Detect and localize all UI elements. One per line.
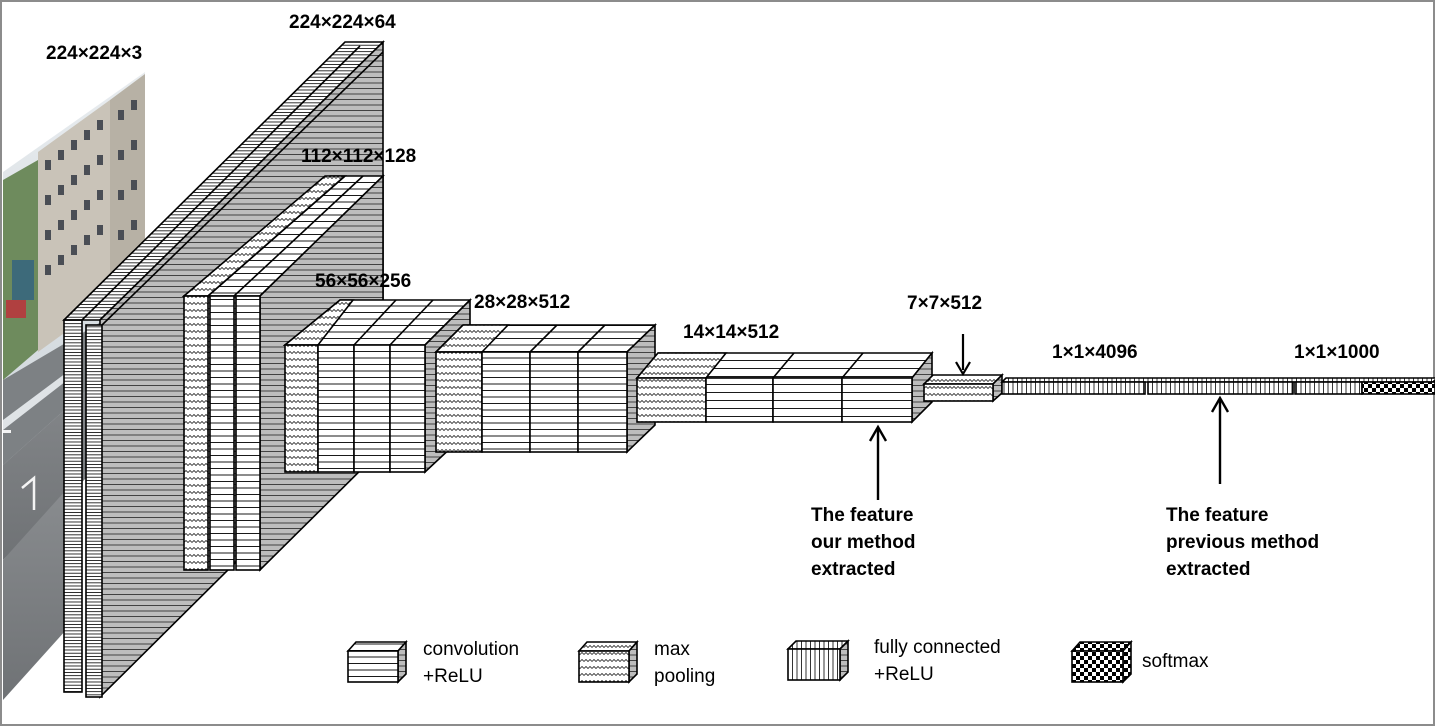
label-output-dim: 1×1×1000 xyxy=(1294,342,1380,363)
legend-fc-label-2: +ReLU xyxy=(874,664,934,685)
fc7-layer xyxy=(1148,382,1293,394)
annotation-ours-line-2: our method xyxy=(811,532,916,553)
legend-fc: fully connected +ReLU xyxy=(788,637,1001,685)
fc8-layer xyxy=(1295,382,1362,394)
legend-conv-swatch xyxy=(348,651,398,682)
legend-softmax: softmax xyxy=(1072,642,1209,682)
conv5-block xyxy=(637,353,932,422)
legend-pool-swatch xyxy=(579,651,629,682)
conv1-slice-2 xyxy=(86,325,102,697)
annotation-previous-line-2: previous method xyxy=(1166,532,1319,553)
annotation-ours-line-3: extracted xyxy=(811,559,896,580)
softmax-layer xyxy=(1362,382,1435,394)
annotation-our-method: The feature our method extracted xyxy=(811,505,916,580)
legend-pool: max pooling xyxy=(579,639,715,687)
legend-conv-label-1: convolution xyxy=(423,639,519,660)
legend-conv: convolution +ReLU xyxy=(348,639,519,687)
label-fc-dim: 1×1×4096 xyxy=(1052,342,1138,363)
conv1-slice-1 xyxy=(64,320,82,692)
conv2-pool-slice xyxy=(184,296,208,570)
conv4-block xyxy=(436,325,655,452)
legend-pool-label-1: max xyxy=(654,639,690,660)
legend-fc-swatch xyxy=(788,649,840,680)
label-conv3-dim: 56×56×256 xyxy=(315,271,411,292)
label-pool5-dim: 7×7×512 xyxy=(907,293,982,314)
conv2-slice-1 xyxy=(210,296,234,570)
pool5-block xyxy=(924,375,1002,401)
annotation-previous-line-3: extracted xyxy=(1166,559,1251,580)
legend-softmax-label: softmax xyxy=(1142,651,1209,672)
annotation-previous-line-1: The feature xyxy=(1166,505,1268,526)
legend-softmax-swatch xyxy=(1072,651,1123,682)
fc-layers xyxy=(1002,378,1435,394)
conv5-pool-slice xyxy=(637,378,706,422)
fc6-layer xyxy=(1002,382,1145,394)
conv2-slice-2 xyxy=(236,296,260,570)
conv4-pool-slice xyxy=(436,352,482,452)
legend-conv-label-2: +ReLU xyxy=(423,666,483,687)
label-conv4-dim: 28×28×512 xyxy=(474,292,570,313)
legend-fc-label-1: fully connected xyxy=(874,637,1001,658)
label-conv2-dim: 112×112×128 xyxy=(301,146,416,167)
legend-pool-label-2: pooling xyxy=(654,666,715,687)
label-conv5-dim: 14×14×512 xyxy=(683,322,779,343)
label-conv1-dim: 224×224×64 xyxy=(289,12,396,33)
annotation-previous-method: The feature previous method extracted xyxy=(1166,505,1319,580)
conv5-last-layer xyxy=(842,378,912,422)
label-input-dim: 224×224×3 xyxy=(46,43,142,64)
legend: convolution +ReLU max pooling fully conn… xyxy=(348,637,1209,687)
annotation-ours-line-1: The feature xyxy=(811,505,913,526)
conv3-pool-slice xyxy=(285,345,318,472)
